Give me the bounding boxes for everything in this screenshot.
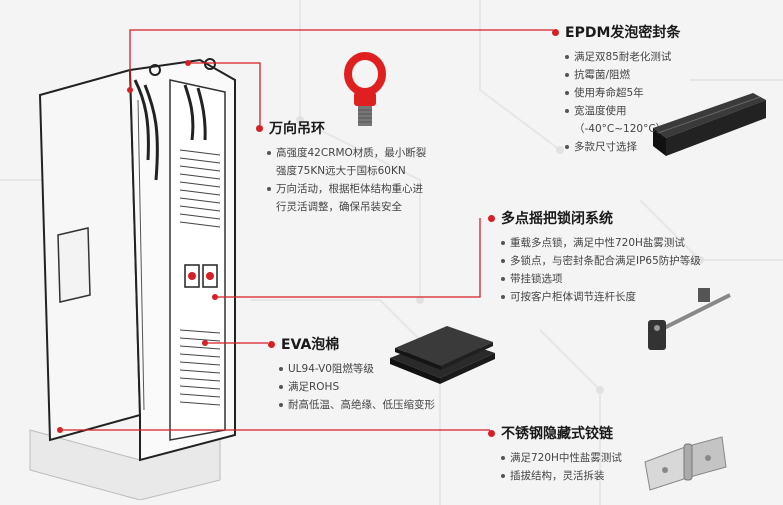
bullet-dot [552,28,559,36]
feature-list: 高强度42CRMO材质，最小断裂 强度75KN远大于国标60KN 万向活动，根据… [266,144,426,216]
foam-sheets-icon [390,326,495,384]
list-item: 强度75KN远大于国标60KN [276,165,406,177]
list-item: 万向活动，根据柜体结构重心进 [266,180,426,198]
hinge-icon [644,436,727,491]
list-item: 多款尺寸选择 [564,138,680,156]
bullet-dot [488,214,495,222]
lock-handle-icon [648,288,731,350]
list-item: 满足双85耐老化测试 [564,48,680,66]
feature-title: 不锈钢隐藏式铰链 [501,426,613,442]
seal-strip-icon [653,93,766,156]
list-item: 满足720H中性盐雾测试 [500,449,622,467]
feature-list: 满足720H中性盐雾测试 插拔结构，灵活拆装 [500,449,622,485]
list-item: 带挂锁选项 [500,270,701,288]
list-item: UL94-V0阻燃等级 [278,360,435,378]
bullet-dot [268,340,275,348]
feature-epdm-seal: EPDM发泡密封条 满足双85耐老化测试 抗霉菌/阻燃 使用寿命超5年 宽温度使… [552,22,680,156]
list-item: 耐高低温、高绝缘、低压缩变形 [278,396,435,414]
feature-title: EPDM发泡密封条 [565,25,681,41]
eyebolt-icon [344,52,386,126]
feature-eva-foam: EVA泡棉 UL94-V0阻燃等级 满足ROHS 耐高低温、高绝缘、低压缩变形 [268,334,435,414]
feature-list: UL94-V0阻燃等级 满足ROHS 耐高低温、高绝缘、低压缩变形 [278,360,435,414]
list-item: 宽温度使用 [564,102,680,120]
feature-eyebolt: 万向吊环 高强度42CRMO材质，最小断裂 强度75KN远大于国标60KN 万向… [256,118,426,216]
cabinet-illustration [29,58,236,500]
feature-list: 满足双85耐老化测试 抗霉菌/阻燃 使用寿命超5年 宽温度使用 （-40°C~1… [564,48,680,156]
list-item: 抗霉菌/阻燃 [564,66,680,84]
bullet-dot [256,124,263,132]
bullet-dot [488,429,495,437]
list-item: 多锁点，与密封条配合满足IP65防护等级 [500,252,701,270]
list-item: （-40°C~120°C） [574,123,667,135]
list-item: 插拔结构，灵活拆装 [500,467,622,485]
feature-title: 万向吊环 [269,121,325,137]
list-item: 行灵活调整，确保吊装安全 [276,201,402,213]
feature-hinge: 不锈钢隐藏式铰链 满足720H中性盐雾测试 插拔结构，灵活拆装 [488,423,622,485]
feature-lock-system: 多点摇把锁闭系统 重载多点锁，满足中性720H盐雾测试 多锁点，与密封条配合满足… [488,208,701,306]
list-item: 使用寿命超5年 [564,84,680,102]
list-item: 重载多点锁，满足中性720H盐雾测试 [500,234,701,252]
feature-title: 多点摇把锁闭系统 [501,211,613,227]
feature-title: EVA泡棉 [281,337,340,353]
list-item: 满足ROHS [278,378,435,396]
list-item: 可按客户柜体调节连杆长度 [500,288,701,306]
feature-list: 重载多点锁，满足中性720H盐雾测试 多锁点，与密封条配合满足IP65防护等级 … [500,234,701,306]
list-item: 高强度42CRMO材质，最小断裂 [266,144,426,162]
